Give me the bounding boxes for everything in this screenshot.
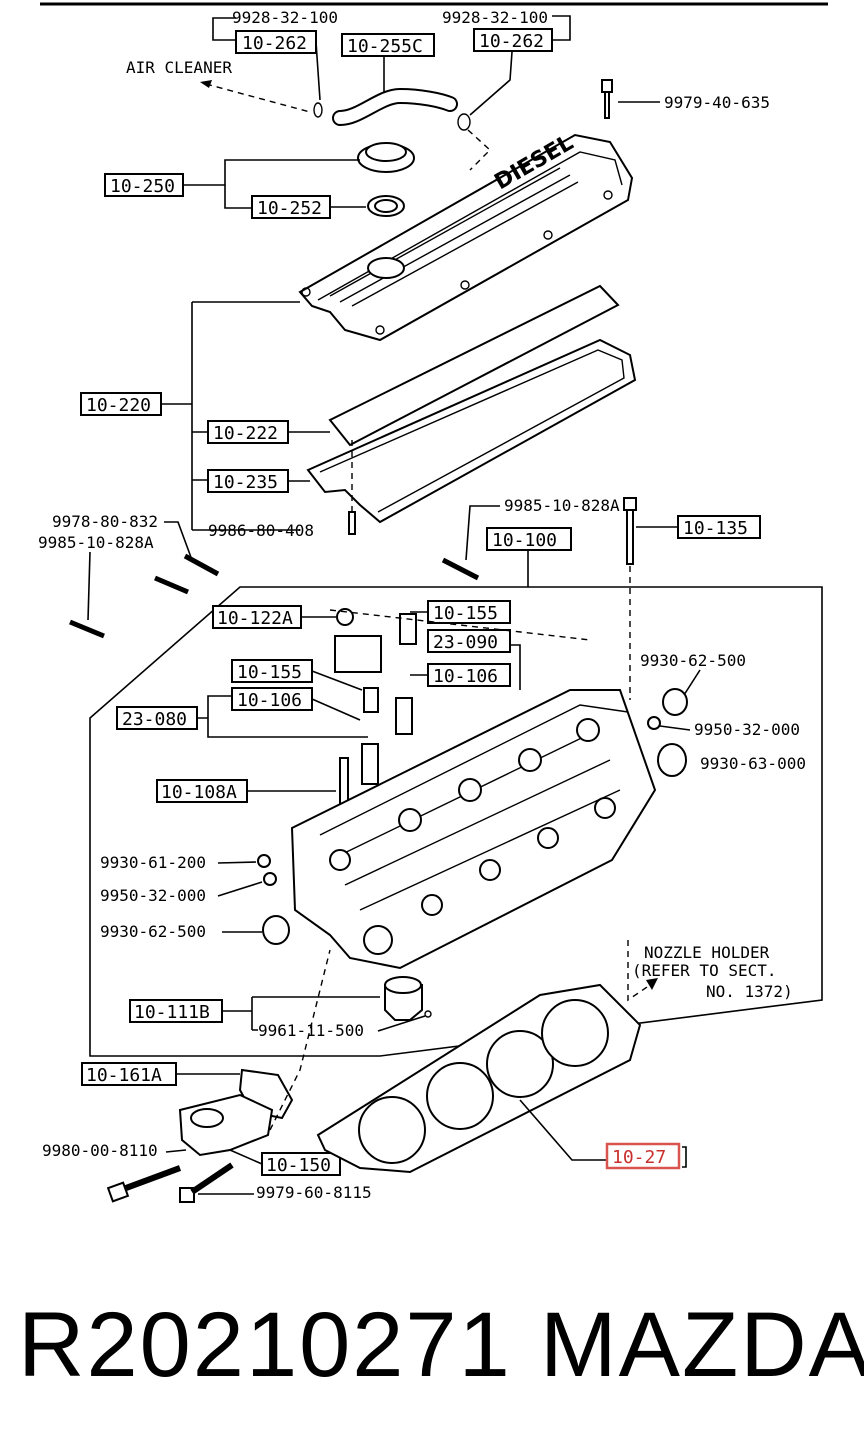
label-housing-bolt-a: 9980-00-8110 — [42, 1141, 158, 1160]
head-gasket: 10-27 — [316, 983, 687, 1174]
label-stud-b: 9985-10-828A — [38, 533, 154, 552]
label-sleeve-pin: 9961-11-500 — [258, 1021, 364, 1040]
brand-name: MAZDA — [540, 1294, 864, 1396]
label-housing-gasket: 10-150 — [266, 1155, 331, 1176]
label-nozzle-note-3: NO. 1372) — [706, 982, 793, 1001]
cylinder-head-group: 10-100 10-122A 10-155 23-090 10-106 10-1… — [89, 527, 823, 1057]
studs-and-bolts: 9978-80-832 9985-10-828A 9985-10-828A 10… — [38, 496, 761, 700]
label-cylinder-head: 10-100 — [492, 530, 557, 551]
label-clip-right: 10-262 — [479, 31, 544, 52]
label-ring-b: 10-106 — [237, 690, 302, 711]
label-housing-bolt-b: 9979-60-8115 — [256, 1183, 372, 1202]
label-air-cleaner: AIR CLEANER — [126, 58, 232, 77]
label-sleeve: 10-111B — [134, 1002, 210, 1023]
label-plug-c: 9930-63-000 — [700, 754, 806, 773]
label-valve-guide-b: 23-080 — [122, 709, 187, 730]
housing-group: 10-161A 9980-00-8110 10-150 9979-60-8115 — [42, 949, 372, 1203]
part-number: R20210271 — [18, 1294, 512, 1396]
cover-gaskets: 10-220 10-222 10-235 9986-80-408 — [80, 284, 637, 540]
label-cover-gasket-a: 10-222 — [213, 423, 278, 444]
box-valve-guide-a — [427, 629, 511, 653]
label-bolt-top: 9985-10-828A — [504, 496, 620, 515]
label-plug-a: 9930-62-500 — [640, 651, 746, 670]
label-head-bolt: 10-135 — [683, 518, 748, 539]
label-cover-gasket-b: 10-235 — [213, 472, 278, 493]
footer: R20210271 MAZDA — [0, 1290, 864, 1400]
label-hose-clip-right-pn: 9928-32-100 — [442, 8, 548, 27]
label-stud-long: 10-108A — [161, 782, 237, 803]
label-cap-gasket: 10-252 — [257, 198, 322, 219]
box-head-gasket-highlight — [605, 1142, 681, 1170]
label-cover-stud: 9986-80-408 — [208, 521, 314, 540]
label-cover-bolt: 9979-40-635 — [664, 93, 770, 112]
nozzle-note: NOZZLE HOLDER (REFER TO SECT. NO. 1372) — [627, 940, 793, 1002]
label-plug-e: 9950-32-000 — [100, 886, 206, 905]
cam-cap — [334, 635, 382, 673]
label-seal-b: 10-155 — [237, 662, 302, 683]
hose-group: 9928-32-100 10-262 10-255C 9928-32-100 1… — [126, 8, 571, 171]
label-plug-b: 9950-32-000 — [694, 720, 800, 739]
label-valve-guide-a: 23-090 — [433, 632, 498, 653]
label-hose: 10-255C — [347, 36, 423, 57]
label-seal-a: 10-155 — [433, 603, 498, 624]
label-hose-clip-left-pn: 9928-32-100 — [232, 8, 338, 27]
label-nozzle-note-2: (REFER TO SECT. — [632, 961, 777, 980]
label-plug-d: 9930-61-200 — [100, 853, 206, 872]
label-oil-cap: 10-250 — [110, 176, 175, 197]
label-stud-a: 9978-80-832 — [52, 512, 158, 531]
exploded-parts-diagram: 9928-32-100 10-262 10-255C 9928-32-100 1… — [38, 2, 828, 1203]
label-cap-nut: 10-122A — [217, 608, 293, 629]
label-housing: 10-161A — [86, 1065, 162, 1086]
label-head-gasket: 10-27 — [612, 1147, 666, 1168]
valve-cover: 9979-40-635 10-250 10-252 DIESEL — [104, 79, 770, 342]
label-plug-f: 9930-62-500 — [100, 922, 206, 941]
box-hose — [341, 33, 435, 57]
box-clip-right — [473, 28, 553, 52]
label-head-cover-group: 10-220 — [86, 395, 151, 416]
label-clip-left: 10-262 — [242, 33, 307, 54]
label-ring-a: 10-106 — [433, 666, 498, 687]
box-cylinder-head — [486, 527, 572, 551]
label-nozzle-note-1: NOZZLE HOLDER — [644, 943, 770, 962]
